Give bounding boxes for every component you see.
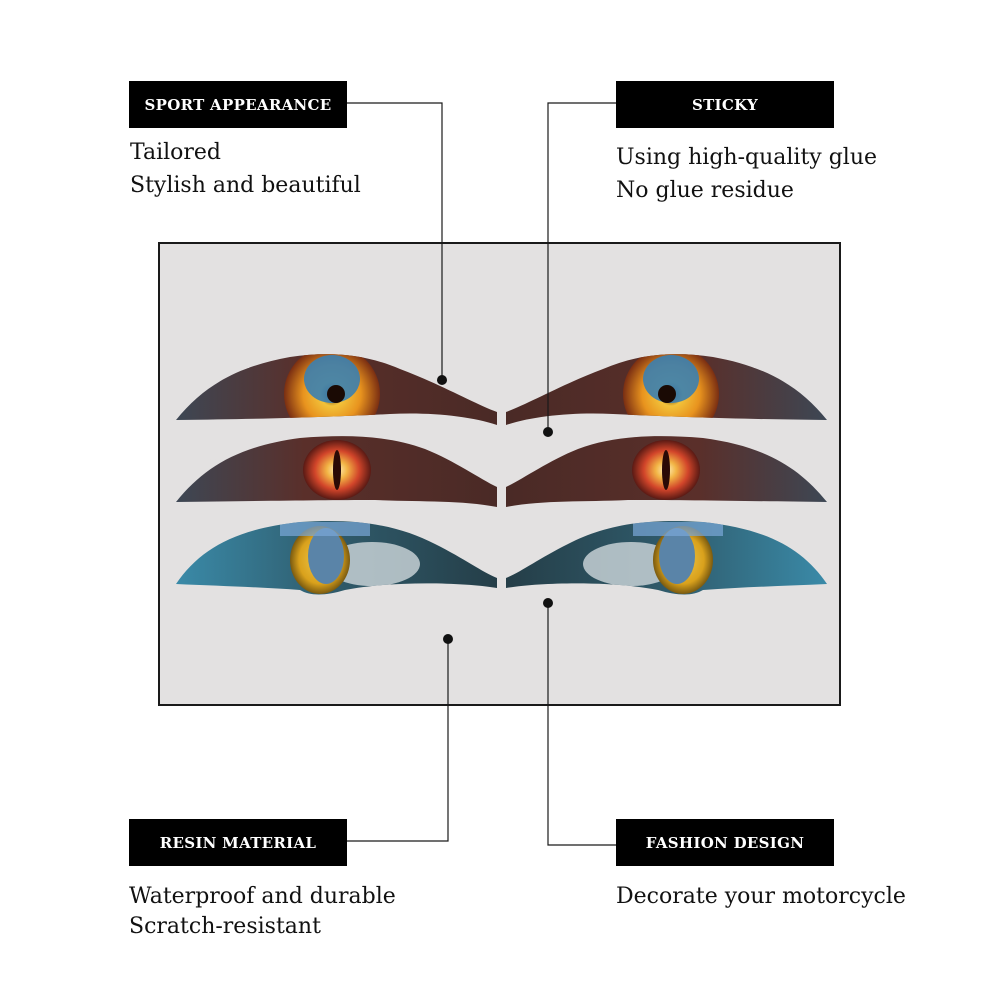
label-fashion-design-text: FASHION DESIGN	[645, 833, 805, 852]
sticker-left-red	[176, 436, 497, 507]
label-sport-appearance-text: SPORT APPEARANCE	[144, 95, 332, 114]
desc-line: No glue residue	[616, 178, 794, 203]
desc-sport-appearance: Tailored Stylish and beautiful	[130, 136, 361, 202]
desc-line: Using high-quality glue	[616, 145, 878, 170]
desc-line: Stylish and beautiful	[130, 173, 361, 198]
sticker-left-orange	[176, 354, 497, 425]
desc-resin-material: Waterproof and durable Scratch-resistant	[129, 882, 396, 942]
sticker-right-orange	[506, 354, 827, 425]
desc-sticky: Using high-quality glue No glue residue	[616, 141, 877, 207]
desc-line: Decorate your motorcycle	[616, 884, 906, 909]
label-sticky: STICKY	[616, 81, 834, 128]
desc-line: Scratch-resistant	[129, 914, 321, 939]
label-resin-material-text: RESIN MATERIAL	[159, 833, 317, 852]
sticker-right-yellow	[506, 520, 827, 595]
desc-fashion-design: Decorate your motorcycle	[616, 882, 906, 912]
product-image-panel	[158, 242, 841, 706]
eye-stickers-illustration	[176, 354, 827, 595]
sticker-left-yellow	[176, 520, 497, 595]
label-resin-material: RESIN MATERIAL	[129, 819, 347, 866]
sticker-right-red	[506, 436, 827, 507]
label-sticky-text: STICKY	[691, 95, 759, 114]
label-sport-appearance: SPORT APPEARANCE	[129, 81, 347, 128]
desc-line: Tailored	[130, 140, 222, 165]
label-fashion-design: FASHION DESIGN	[616, 819, 834, 866]
desc-line: Waterproof and durable	[129, 884, 396, 909]
